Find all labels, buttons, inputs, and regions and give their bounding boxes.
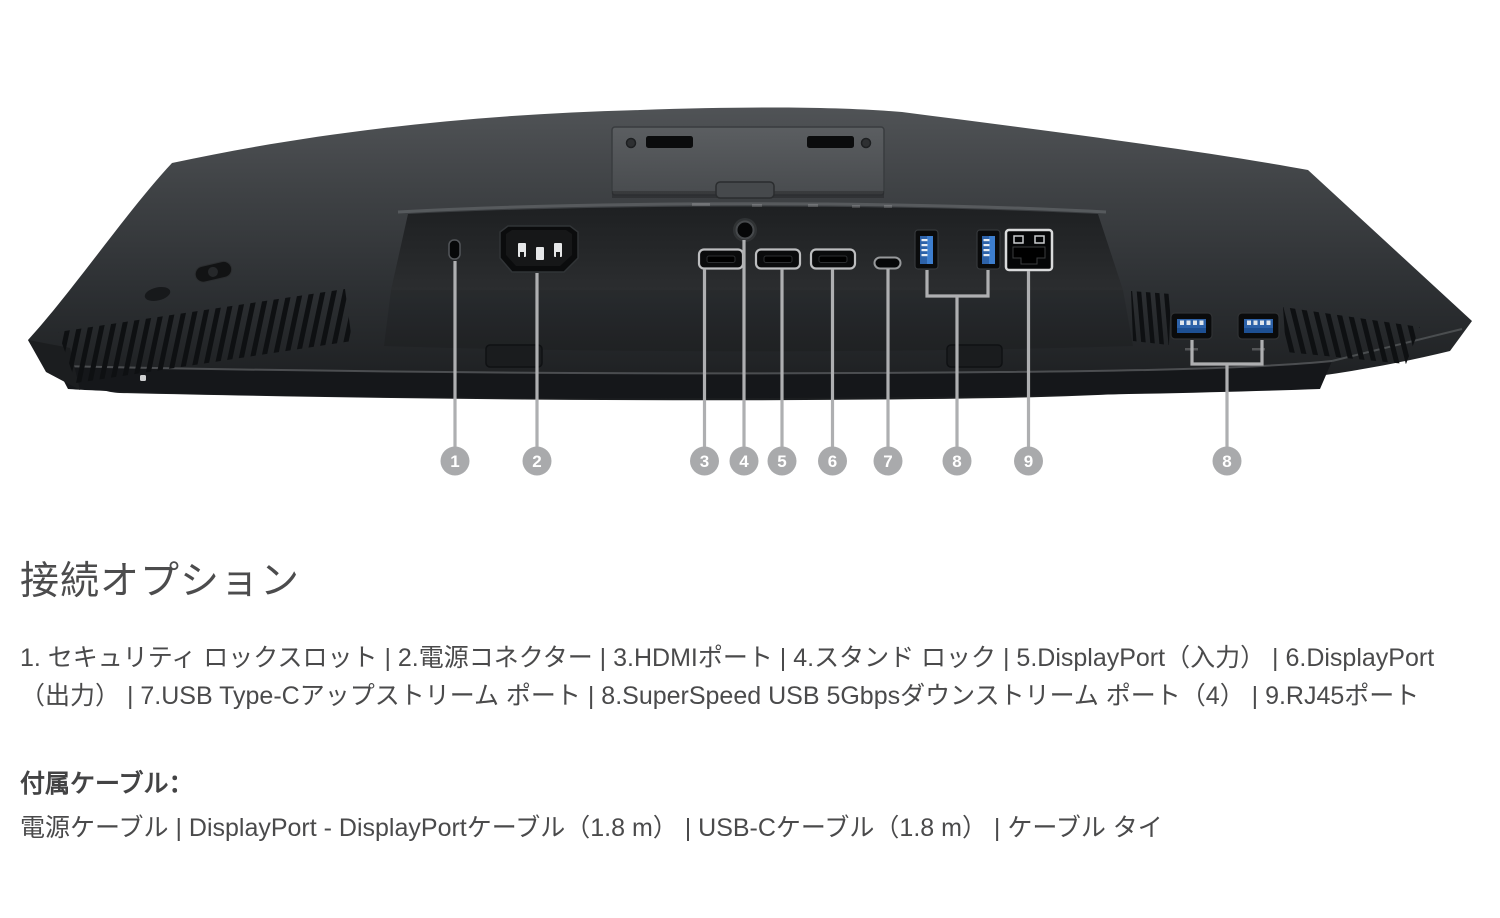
lower-back-panel — [384, 290, 1133, 352]
monitor-rear-svg: 1 2 3 4 5 6 7 8 — [28, 107, 1472, 476]
svg-text:5: 5 — [777, 452, 786, 471]
port-label-marks — [692, 203, 892, 208]
displayport-in — [754, 248, 802, 270]
callout-7: 7 — [873, 446, 903, 476]
power-led — [140, 375, 146, 381]
latch-slot-left — [485, 344, 543, 368]
callout-lines — [453, 240, 1264, 447]
callout-badges: 1 2 3 4 5 6 7 8 — [440, 446, 1242, 476]
bottom-bezel-strip — [56, 361, 1332, 399]
stand-screw-left — [625, 137, 637, 149]
svg-text:1: 1 — [450, 452, 459, 471]
port-bay — [391, 206, 1123, 290]
callout-8-side: 8 — [1212, 446, 1242, 476]
callout-1: 1 — [440, 446, 470, 476]
callout-3: 3 — [690, 446, 719, 476]
svg-text:2: 2 — [532, 452, 541, 471]
callout-6: 6 — [818, 446, 847, 476]
svg-text:6: 6 — [828, 452, 837, 471]
security-lock-slot — [448, 239, 461, 260]
connectivity-section: 接続オプション 1. セキュリティ ロックスロット | 2.電源コネクター | … — [0, 560, 1500, 847]
monitor-rear-figure: 1 2 3 4 5 6 7 8 — [28, 107, 1472, 476]
callout-8: 8 — [942, 446, 972, 476]
ports-list-text: 1. セキュリティ ロックスロット | 2.電源コネクター | 3.HDMIポー… — [20, 643, 1435, 710]
callout-2: 2 — [522, 446, 552, 476]
power-button — [144, 286, 171, 301]
usb-a-downstream-2 — [976, 229, 1001, 270]
svg-text:7: 7 — [883, 452, 892, 471]
svg-text:3: 3 — [700, 452, 709, 471]
svg-text:9: 9 — [1024, 452, 1033, 471]
vent-right — [1283, 307, 1420, 364]
stand-slot-right — [807, 136, 854, 148]
section-heading: 接続オプション — [20, 560, 301, 603]
power-connector — [499, 225, 579, 273]
vent-right-small — [1131, 291, 1171, 345]
stand-screw-right — [860, 137, 872, 149]
osd-controls — [144, 260, 233, 301]
displayport-out — [809, 248, 857, 270]
stand-latch-tab — [715, 181, 775, 199]
vent-left — [58, 289, 352, 383]
cables-heading: 付属ケーブル： — [20, 769, 194, 798]
stand-lock — [733, 218, 757, 242]
svg-text:8: 8 — [952, 452, 961, 471]
usb-c-upstream-port — [873, 256, 902, 270]
callout-5: 5 — [767, 446, 797, 476]
stand-slot-left — [646, 136, 693, 148]
latch-slot-right — [946, 344, 1003, 368]
bottom-bezel-edge-highlight — [55, 360, 1333, 375]
usb-a-downstream-1 — [914, 229, 939, 270]
hdmi-port — [697, 248, 745, 270]
callout-9: 9 — [1014, 446, 1043, 476]
svg-text:8: 8 — [1222, 452, 1231, 471]
rj45-port — [1004, 228, 1054, 272]
svg-text:4: 4 — [739, 452, 749, 471]
usb-a-side-1 — [1170, 312, 1213, 340]
joystick-nub — [207, 266, 218, 277]
cables-list-text: 電源ケーブル | DisplayPort - DisplayPortケーブル（1… — [20, 813, 1163, 842]
stand-mount-recess — [611, 126, 885, 199]
callout-4: 4 — [729, 446, 759, 476]
port-bay-ridge — [397, 202, 1107, 214]
usb-a-side-2 — [1237, 312, 1280, 340]
